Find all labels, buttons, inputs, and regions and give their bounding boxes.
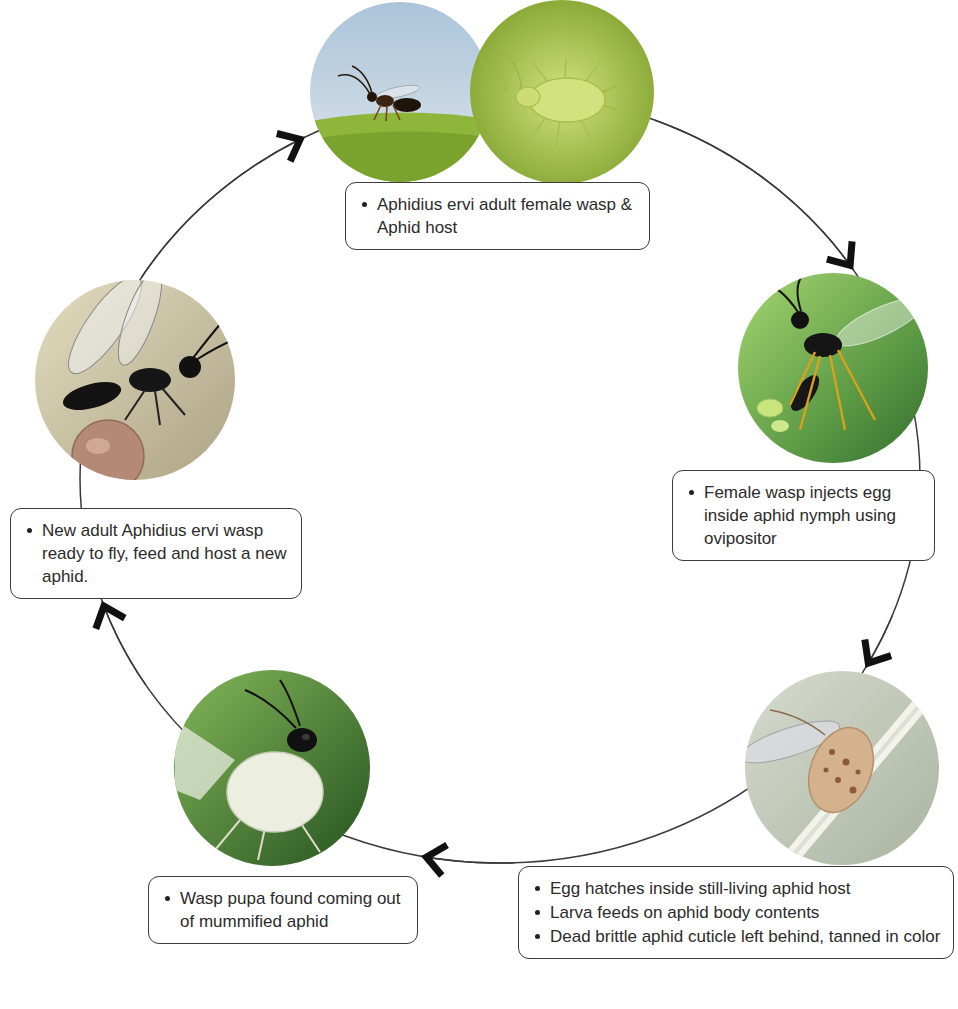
mummy-photo [797,718,886,822]
mummy-photo [768,675,945,885]
emerging-wasp-photo [287,728,317,752]
stage-text: Female wasp injects egg inside aphid nym… [704,481,922,550]
oviposition-photo [791,311,809,329]
bullet-dot [27,528,32,533]
aphid-photo [468,0,658,190]
adult-wasp-photo [86,438,110,454]
wasp-photo [367,92,377,102]
bullet-dot [535,934,540,939]
stage-text: Aphidius ervi adult female wasp & Aphid … [377,193,637,239]
emerging-wasp-photo [227,752,323,832]
chevron-arrowhead [277,134,300,162]
chevron-arrowhead [865,639,891,663]
mummy-photo [856,770,861,775]
mummy-photo [736,668,945,885]
adult-wasp-photo [129,368,171,392]
mummy-photo [742,668,942,868]
stage-text: Larva feeds on aphid body contents [550,901,819,924]
life-stage: Aphidius ervi adult female wasp & Aphid … [305,0,655,302]
wasp-photo [352,66,372,93]
mummy-photo [850,787,857,794]
wasp-photo [305,0,495,190]
oviposition-photo [735,270,935,470]
bullet-row: New adult Aphidius ervi wasp ready to fl… [23,519,289,588]
stage-text: Wasp pupa found coming out of mummified … [180,887,405,933]
wasp-photo [374,105,400,121]
cycle-arrow [141,134,304,278]
aphid-photo [516,87,540,107]
stage-text: New adult Aphidius ervi wasp ready to fl… [42,519,289,588]
text-box: Wasp pupa found coming out of mummified … [148,876,418,944]
chevron-arrowhead [96,606,125,629]
wasp-photo [305,0,495,190]
life-stage: Female wasp injects egg inside aphid nym… [670,270,938,615]
emerging-wasp-photo [302,734,310,740]
chevron-arrowhead [827,241,852,265]
oviposition-photo [760,272,806,312]
mummy-photo [824,768,829,773]
oviposition-photo [831,289,930,355]
bullet-dot [535,910,540,915]
emerging-wasp-photo [172,668,372,868]
bullet-row: Female wasp injects egg inside aphid nym… [685,481,922,550]
bullet-row: Wasp pupa found coming out of mummified … [161,887,405,933]
mummy-photo [843,759,850,766]
oviposition-photo [735,270,935,470]
chevron-arrowhead [426,845,447,875]
adult-wasp-photo [193,322,238,360]
aphid-photo [468,0,658,190]
text-box: Female wasp injects egg inside aphid nym… [672,470,935,561]
cycle-arc [141,137,304,277]
wasp-photo [376,95,394,107]
oviposition-photo [771,420,789,432]
text-box: Aphidius ervi adult female wasp & Aphid … [345,182,650,250]
emerging-wasp-photo [172,668,372,868]
emerging-wasp-photo [175,720,235,800]
bullet-dot [689,490,694,495]
mummy-photo [768,675,945,885]
adult-wasp-photo [72,420,144,492]
wasp-photo [305,112,495,190]
cycle-arc [655,120,853,269]
bullet-row: Aphidius ervi adult female wasp & Aphid … [358,193,637,239]
text-box: New adult Aphidius ervi wasp ready to fl… [10,508,302,599]
life-stage: Wasp pupa found coming out of mummified … [146,668,421,944]
bullet-row: Egg hatches inside still-living aphid ho… [531,877,941,900]
bullet-dot [165,896,170,901]
bullet-row: Dead brittle aphid cuticle left behind, … [531,925,941,948]
life-stage: New adult Aphidius ervi wasp ready to fl… [8,278,304,601]
cycle-arrow [96,602,146,685]
bullet-dot [362,202,367,207]
aphid-photo [480,50,521,92]
bullet-row: Larva feeds on aphid body contents [531,901,941,924]
wasp-photo [393,98,421,112]
stage-text: Egg hatches inside still-living aphid ho… [550,877,851,900]
cycle-arc [422,856,515,863]
cycle-arrow [422,845,515,875]
adult-wasp-photo [60,377,124,416]
life-stage: Egg hatches inside still-living aphid ho… [515,668,955,1006]
mummy-photo [835,777,841,783]
text-box: Egg hatches inside still-living aphid ho… [518,866,954,959]
bullet-dot [535,886,540,891]
adult-wasp-photo [110,266,171,370]
mummy-photo [770,710,825,735]
emerging-wasp-photo [245,680,300,728]
oviposition-photo [804,333,842,357]
aphid-photo [603,86,617,110]
adult-wasp-photo [35,266,238,492]
cycle-arc [866,616,893,668]
oviposition-photo [757,399,783,417]
mummy-photo [829,749,835,755]
adult-wasp-photo [125,388,185,425]
cycle-arrow [865,616,893,668]
stage-text: Dead brittle aphid cuticle left behind, … [550,925,940,948]
cycle-arrow [655,120,853,269]
oviposition-photo [790,350,875,430]
aphid-photo [529,78,605,122]
